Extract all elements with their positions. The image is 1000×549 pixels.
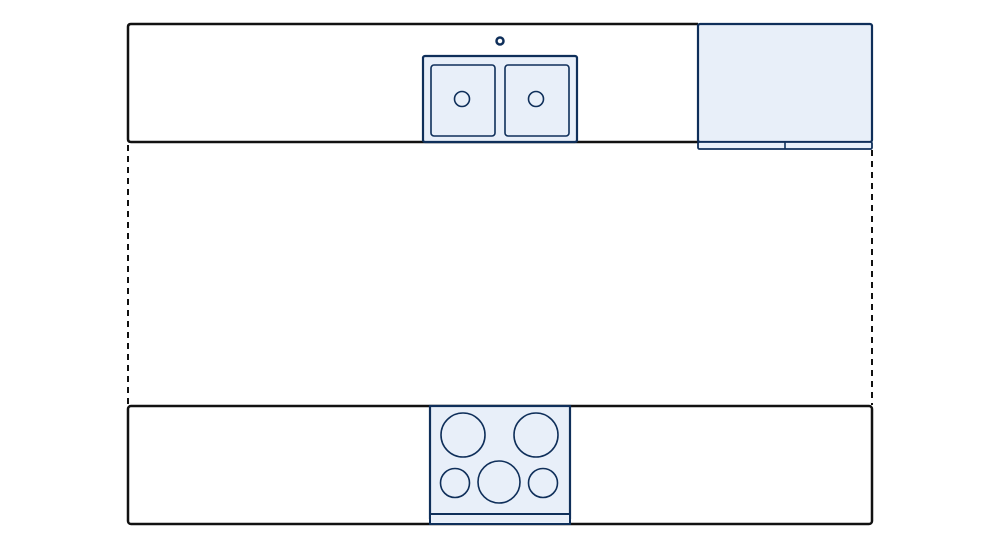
burner-bottom-center: [477, 460, 521, 504]
sink-icon: [421, 36, 579, 144]
burner-top-left: [440, 412, 486, 458]
burner-bottom-right: [527, 467, 559, 499]
burner-top-right: [513, 412, 559, 458]
drain-left: [453, 90, 471, 108]
stove-body: [428, 404, 572, 520]
fridge-body: [696, 22, 874, 144]
top-counter: [126, 22, 698, 144]
sink-basin-left: [430, 64, 496, 137]
stove-icon: [428, 404, 572, 525]
stove-front-strip: [429, 513, 571, 525]
drain-right: [527, 90, 545, 108]
faucet: [495, 36, 505, 46]
sink-basin-right: [504, 64, 570, 137]
open-sides: [127, 145, 873, 405]
burner-bottom-left: [439, 467, 471, 499]
fridge-icon: [696, 22, 874, 150]
